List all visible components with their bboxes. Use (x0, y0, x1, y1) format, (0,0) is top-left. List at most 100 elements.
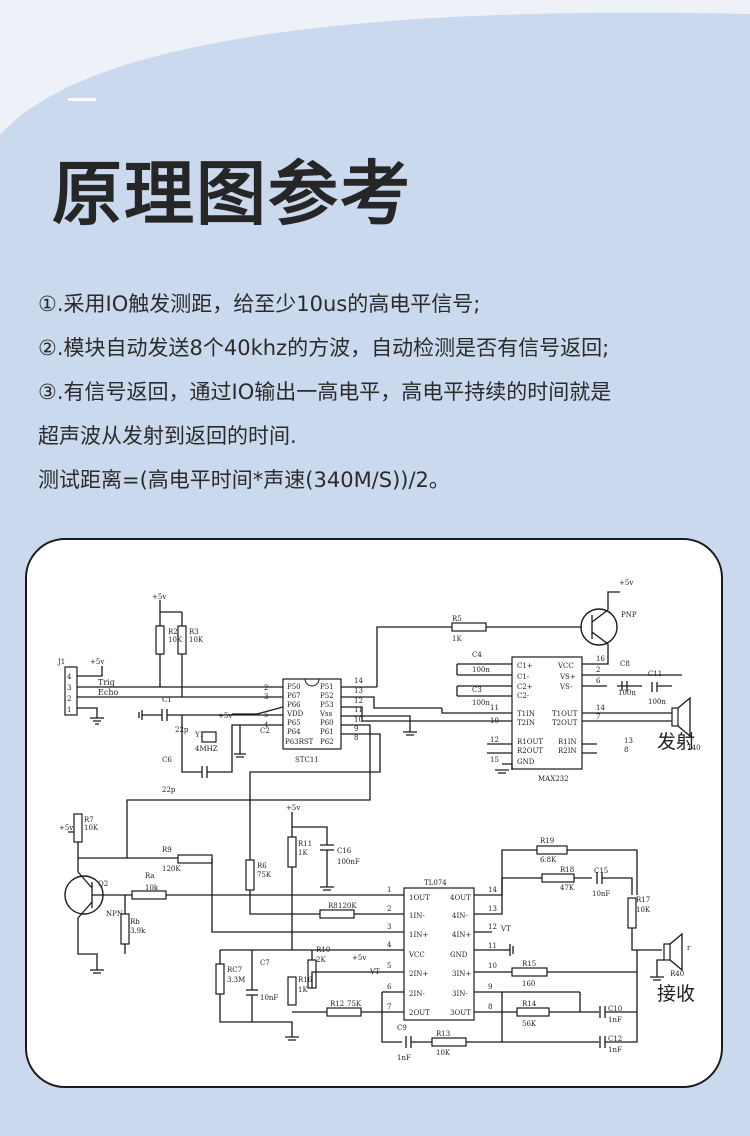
svg-text:10k: 10k (145, 884, 159, 892)
svg-text:Y1: Y1 (194, 731, 204, 739)
svg-text:P61: P61 (320, 728, 334, 736)
svg-text:15: 15 (490, 756, 499, 764)
svg-text:VS-: VS- (559, 683, 573, 691)
svg-text:120K: 120K (338, 902, 357, 910)
svg-text:11: 11 (490, 704, 499, 712)
svg-text:5: 5 (264, 711, 268, 719)
svg-text:10K: 10K (84, 824, 99, 832)
svg-text:3OUT: 3OUT (450, 1009, 471, 1017)
svg-text:10: 10 (490, 717, 499, 725)
svg-text:100n: 100n (472, 666, 490, 674)
svg-text:R13: R13 (436, 1030, 450, 1038)
svg-text:10K: 10K (189, 636, 204, 644)
svg-text:10: 10 (488, 962, 497, 970)
svg-text:Rb: Rb (130, 918, 140, 926)
svg-text:VCC: VCC (408, 951, 425, 959)
echo-label: Echo (98, 688, 118, 697)
svg-text:4OUT: 4OUT (450, 894, 471, 902)
svg-text:16: 16 (596, 655, 605, 663)
speaker-icon (663, 932, 683, 972)
svg-text:3: 3 (387, 923, 391, 931)
svg-text:R7: R7 (84, 816, 94, 824)
trig-label: Trig (98, 678, 115, 687)
chip-max232: C1+ C1- C2+ C2- T1IN T2IN R1OUT R2OUT GN… (511, 656, 583, 783)
svg-text:R17: R17 (636, 896, 650, 904)
svg-text:GND: GND (450, 951, 468, 959)
chip-stc11: P50 P67 P66 VDD P65 P64 P63RST P51 P52 P… (282, 678, 342, 764)
svg-text:5: 5 (387, 962, 391, 970)
svg-text:1: 1 (387, 886, 391, 894)
svg-text:PNP: PNP (621, 611, 637, 619)
svg-text:C8: C8 (620, 660, 630, 668)
svg-text:4: 4 (387, 941, 392, 949)
svg-text:160: 160 (522, 980, 535, 988)
svg-text:12: 12 (490, 736, 499, 744)
svg-text:C1+: C1+ (517, 662, 533, 670)
svg-text:8: 8 (488, 1003, 492, 1011)
svg-text:STC11: STC11 (295, 756, 319, 764)
svg-text:RC7: RC7 (227, 966, 242, 974)
connector-j1: J1 4 3 2 1 Trig Echo (57, 658, 118, 716)
svg-text:R2: R2 (168, 628, 178, 636)
svg-text:P50: P50 (287, 683, 301, 691)
description-block: ①.采用IO触发测距，给至少10us的高电平信号; ②.模块自动发送8个40kh… (38, 282, 728, 502)
svg-text:10nF: 10nF (260, 994, 278, 1002)
svg-text:1K: 1K (452, 635, 462, 643)
schematic-diagram: J1 4 3 2 1 Trig Echo +5v +5v R2 10K R3 1… (57, 579, 701, 1062)
svg-text:100n: 100n (618, 689, 636, 697)
svg-text:75K: 75K (347, 1000, 362, 1008)
svg-text:3.9k: 3.9k (130, 927, 146, 935)
svg-text:8: 8 (354, 734, 358, 742)
svg-text:R9: R9 (162, 846, 172, 854)
svg-text:2: 2 (67, 695, 71, 703)
svg-text:R15: R15 (522, 960, 536, 968)
svg-text:C16: C16 (337, 847, 352, 855)
receive-label: 接收 (657, 983, 695, 1005)
svg-text:R19: R19 (540, 837, 554, 845)
svg-text:4IN+: 4IN+ (452, 931, 471, 939)
svg-text:R5: R5 (452, 615, 462, 623)
svg-text:14: 14 (354, 677, 363, 685)
svg-text:C3: C3 (472, 686, 482, 694)
svg-text:VCC: VCC (557, 662, 574, 670)
svg-text:100nF: 100nF (337, 858, 360, 866)
svg-text:10K: 10K (168, 636, 183, 644)
description-line: 超声波从发射到返回的时间. (38, 424, 297, 448)
svg-text:120K: 120K (162, 865, 181, 873)
svg-text:C2-: C2- (517, 692, 530, 700)
svg-text:C6: C6 (162, 756, 172, 764)
svg-text:+5v: +5v (286, 804, 300, 812)
svg-text:+5v: +5v (90, 658, 104, 666)
svg-text:R14: R14 (522, 1000, 537, 1008)
svg-text:9: 9 (354, 725, 358, 733)
svg-text:+5v: +5v (352, 954, 366, 962)
svg-text:6: 6 (387, 983, 392, 991)
svg-text:r: r (687, 944, 691, 952)
svg-text:1: 1 (67, 706, 71, 714)
svg-text:P66: P66 (287, 701, 301, 709)
svg-text:Vss: Vss (319, 710, 333, 718)
svg-text:R40: R40 (670, 970, 684, 978)
svg-text:C7: C7 (260, 959, 270, 967)
svg-text:4IN-: 4IN- (452, 912, 468, 920)
svg-text:R2IN: R2IN (558, 747, 577, 755)
svg-text:75K: 75K (257, 871, 272, 879)
svg-text:1K: 1K (298, 849, 308, 857)
svg-text:C9: C9 (397, 1024, 407, 1032)
svg-text:100n: 100n (472, 699, 490, 707)
svg-text:+5v: +5v (619, 579, 633, 587)
svg-text:J1: J1 (57, 658, 65, 666)
svg-text:T1OUT: T1OUT (552, 710, 578, 718)
chip-tl074: TL074 1OUT 1IN- 1IN+ VCC 2IN+ 2IN- 2OUT … (403, 879, 475, 1021)
svg-text:P65: P65 (287, 719, 301, 727)
speaker-icon (671, 696, 691, 738)
svg-text:R8: R8 (328, 902, 338, 910)
svg-text:3IN+: 3IN+ (452, 970, 471, 978)
svg-text:P53: P53 (320, 701, 334, 709)
svg-text:2K: 2K (316, 956, 326, 964)
svg-text:1nF: 1nF (608, 1046, 622, 1054)
svg-text:14: 14 (488, 886, 497, 894)
svg-text:6: 6 (596, 677, 601, 685)
svg-text:VT: VT (500, 925, 511, 933)
svg-text:1nF: 1nF (608, 1016, 622, 1024)
